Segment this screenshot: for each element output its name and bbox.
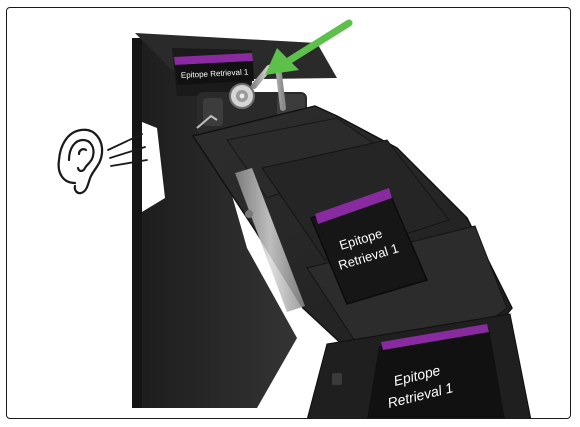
ear-icon: [59, 130, 102, 193]
top-reagent-label: Epitope Retrieval 1: [174, 53, 254, 85]
reagent-container-illustration: Epitope Retrieval 1: [7, 8, 571, 419]
figure-frame: Epitope Retrieval 1: [6, 7, 571, 419]
